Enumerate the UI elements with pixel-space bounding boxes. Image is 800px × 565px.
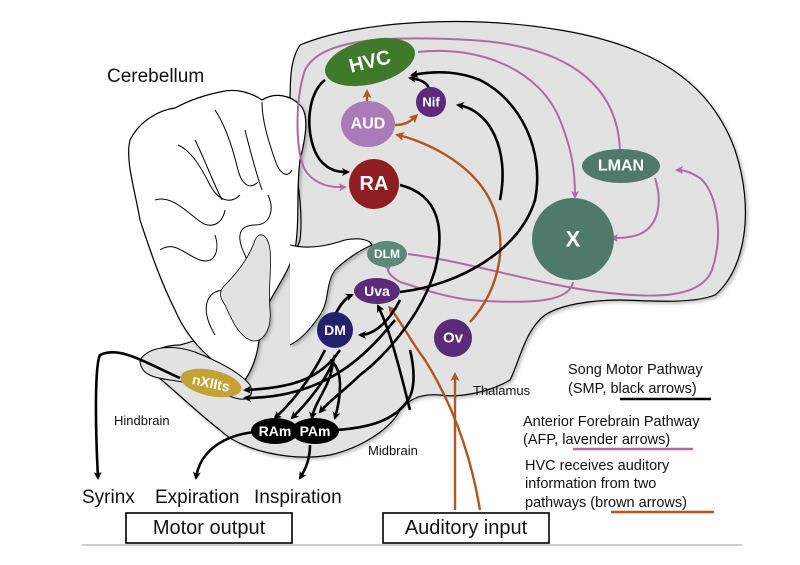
- legend-afp: Anterior Forebrain Pathway (AFP, lavende…: [523, 414, 700, 451]
- node-dm[interactable]: DM: [317, 312, 353, 348]
- node-uva[interactable]: Uva: [354, 278, 400, 304]
- node-nif[interactable]: Nif: [416, 87, 446, 117]
- afp-arrows: [296, 37, 719, 303]
- auditory-arrows: [362, 89, 502, 511]
- nxiits-label: nXIIts: [191, 371, 232, 395]
- thalamus-label: Thalamus: [473, 383, 531, 398]
- node-x[interactable]: X: [532, 198, 614, 280]
- motor-output-box: Motor output: [125, 512, 293, 544]
- afp-arrow-lman-to-ra: [296, 37, 621, 192]
- black-arrow-dm-to-pam-2: [329, 358, 342, 420]
- afp-arrow-dlm-to-lman: [407, 166, 719, 297]
- black-arrow-to-uva-up: [376, 304, 412, 411]
- inspiration-label: Inspiration: [254, 487, 342, 508]
- node-ra[interactable]: RA: [349, 159, 399, 209]
- brown-arrow-input-to-uva: [388, 305, 482, 511]
- dlm-label: DLM: [374, 247, 400, 261]
- auditory-input-label: Auditory input: [405, 517, 528, 539]
- afp-arrow-lman-to-x: [610, 177, 660, 242]
- legend: Song Motor Pathway (SMP, black arrows) A…: [523, 362, 714, 514]
- brown-arrow-ov-to-aud: [395, 131, 502, 323]
- expiration-label: Expiration: [155, 487, 240, 508]
- legend-smp-desc: (SMP, black arrows): [568, 381, 697, 397]
- ram-label: RAm: [259, 423, 292, 439]
- dm-label: DM: [324, 322, 346, 338]
- auditory-input-box: Auditory input: [382, 512, 550, 544]
- black-arrow-nxiits-to-syrinx: [93, 351, 181, 480]
- pam-label: PAm: [300, 423, 331, 439]
- legend-auditory-line3: pathways (brown arrows): [525, 495, 687, 511]
- legend-smp: Song Motor Pathway (SMP, black arrows): [568, 362, 711, 401]
- legend-afp-title: Anterior Forebrain Pathway: [523, 414, 700, 430]
- node-nxiits[interactable]: nXIIts: [178, 364, 244, 402]
- black-arrow-pam-to-inspiration: [298, 444, 312, 480]
- ra-label: RA: [360, 173, 389, 195]
- cerebellum: [128, 89, 373, 381]
- black-arrow-ra-to-ram-pam: [318, 183, 441, 414]
- motor-output-label: Motor output: [153, 517, 266, 539]
- black-arrow-ram-to-expiration: [192, 430, 256, 480]
- node-hvc[interactable]: HVC: [320, 30, 420, 95]
- black-arrow-uva-to-hvc: [399, 70, 539, 294]
- ov-label: Ov: [443, 330, 464, 347]
- node-pam[interactable]: PAm: [291, 418, 339, 444]
- node-dlm[interactable]: DLM: [367, 241, 407, 267]
- syrinx-label: Syrinx: [82, 487, 135, 508]
- black-arrow-pam-to-midbrain: [334, 349, 415, 432]
- black-arrow-dm-to-pam: [309, 359, 335, 420]
- node-lman[interactable]: LMAN: [582, 149, 660, 183]
- afp-arrow-x-to-dlm: [382, 264, 574, 303]
- black-arrow-hvc-to-ra: [308, 78, 350, 176]
- node-ov[interactable]: Ov: [434, 319, 472, 357]
- uva-label: Uva: [364, 283, 390, 299]
- hindbrain-label: Hindbrain: [114, 413, 170, 428]
- black-arrow-dm-to-ram: [273, 349, 327, 420]
- legend-afp-desc: (AFP, lavender arrows): [523, 432, 670, 448]
- x-label: X: [566, 227, 581, 252]
- afp-arrow-hvc-to-x: [417, 49, 579, 199]
- legend-auditory-line2: information from two: [525, 476, 656, 492]
- smp-arrows: [93, 70, 539, 480]
- legend-smp-title: Song Motor Pathway: [568, 362, 703, 378]
- aud-label: AUD: [351, 116, 386, 133]
- cerebellum-label: Cerebellum: [107, 66, 204, 87]
- node-ram[interactable]: RAm: [251, 418, 299, 444]
- nif-label: Nif: [422, 95, 440, 110]
- brown-arrow-aud-to-nif: [394, 113, 419, 127]
- lman-label: LMAN: [598, 158, 644, 175]
- black-arrow-midbrain-to-dm: [358, 299, 402, 339]
- black-arrow-uva-to-nif: [456, 101, 504, 201]
- black-arrow-dm-to-nxiits-2: [243, 319, 396, 402]
- legend-auditory: HVC receives auditory information from t…: [525, 458, 714, 514]
- legend-auditory-line1: HVC receives auditory: [525, 458, 670, 474]
- midbrain-label: Midbrain: [368, 443, 418, 458]
- node-aud[interactable]: AUD: [341, 101, 395, 147]
